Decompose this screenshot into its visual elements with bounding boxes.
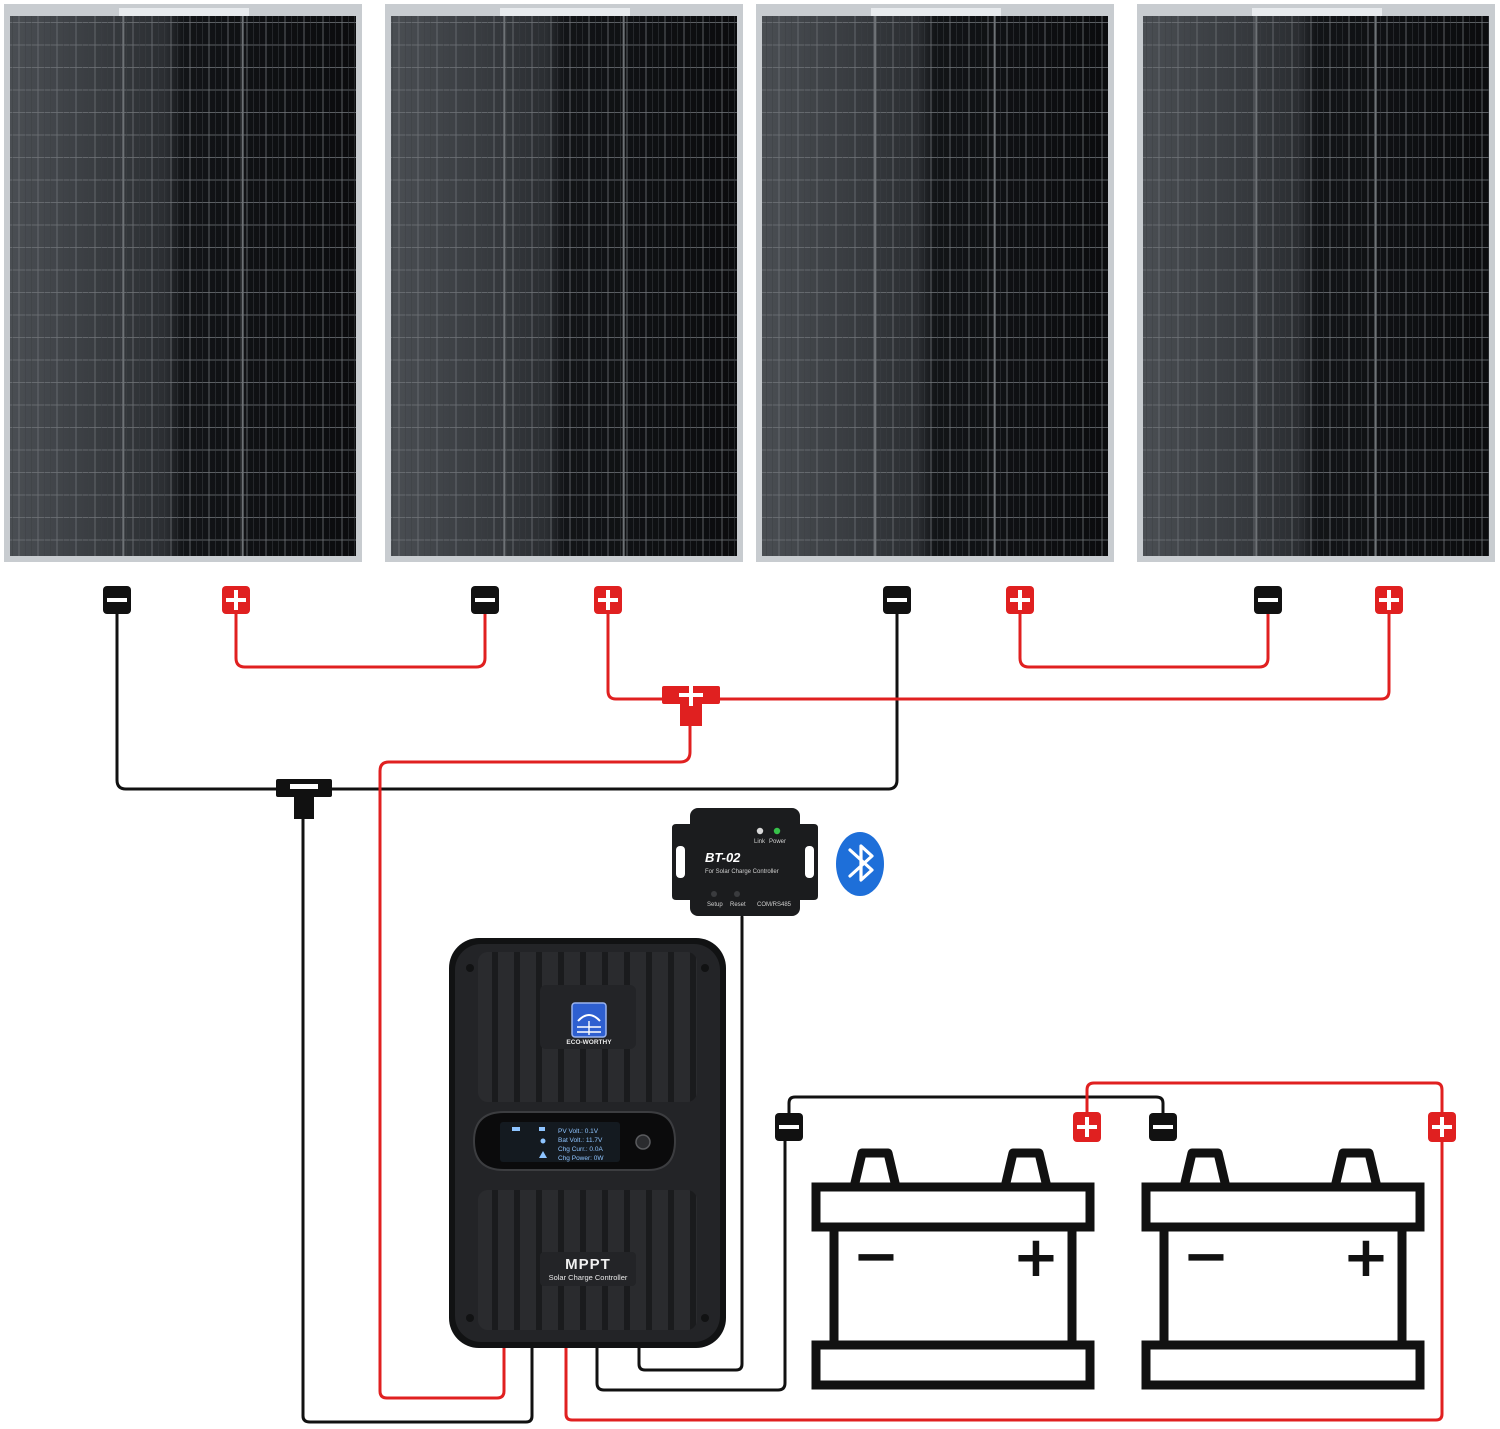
bluetooth-model-label: BT-02 xyxy=(705,850,741,865)
panel-2 xyxy=(385,4,743,562)
panel-series-wire-2 xyxy=(1018,610,1270,669)
power-button-icon[interactable] xyxy=(635,1134,651,1150)
bluetooth-data-wire xyxy=(637,915,744,1372)
bluetooth-module: Link Power BT-02 For Solar Charge Contro… xyxy=(672,808,818,916)
panel-3 xyxy=(756,4,1114,562)
setup-button[interactable] xyxy=(711,891,717,897)
battery-terminal-positive xyxy=(1000,1148,1052,1189)
panel-label-strip xyxy=(1252,8,1382,16)
battery-series-positive-wire xyxy=(1085,1081,1444,1114)
plus-connector-icon xyxy=(594,586,622,614)
battery-negative-symbol: − xyxy=(853,1224,900,1289)
plus-connector-icon xyxy=(1375,586,1403,614)
battery-negative-wire xyxy=(595,1138,787,1392)
controller-brand-label: ECO-WORTHY xyxy=(566,1039,612,1046)
panel-cell-grid xyxy=(1143,16,1489,556)
bluetooth-subtitle: For Solar Charge Controller xyxy=(705,869,779,875)
power-indicator-icon xyxy=(773,827,781,835)
panel-cell-grid xyxy=(10,16,356,556)
panel-label-strip xyxy=(871,8,1001,16)
minus-connector-icon xyxy=(883,586,911,614)
panel-4 xyxy=(1137,4,1495,562)
minus-connector-icon xyxy=(471,586,499,614)
reset-label: Reset xyxy=(730,902,746,908)
battery2-positive-connector xyxy=(1428,1112,1456,1142)
battery-1: −+ xyxy=(811,1148,1095,1390)
battery-connectors xyxy=(775,1112,1456,1142)
battery1-negative-connector xyxy=(775,1113,803,1141)
plus-connector-icon xyxy=(1006,586,1034,614)
battery-negative-symbol: − xyxy=(1183,1224,1230,1289)
setup-label: Setup xyxy=(707,902,723,908)
minus-connector-icon xyxy=(1254,586,1282,614)
display-icon xyxy=(500,1122,620,1162)
battery-base xyxy=(811,1340,1095,1390)
battery-base xyxy=(1141,1340,1425,1390)
battery2-negative-connector xyxy=(1149,1113,1177,1141)
panel-cell-grid xyxy=(391,16,737,556)
battery-series-negative-wire xyxy=(787,1095,1165,1116)
display-line-4: Chg Power: 0W xyxy=(558,1155,604,1162)
reset-button[interactable] xyxy=(734,891,740,897)
controller-subtitle: Solar Charge Controller xyxy=(549,1273,628,1282)
battery-terminal-positive xyxy=(1330,1148,1382,1189)
battery-terminal-negative xyxy=(1179,1148,1231,1189)
negative-trunk-wire xyxy=(301,816,534,1424)
connector-row xyxy=(103,586,1403,614)
bluetooth-icon xyxy=(836,832,884,896)
panel-series-wire-1 xyxy=(234,610,487,669)
panel1-negative-wire xyxy=(115,610,899,791)
battery-positive-symbol: + xyxy=(1013,1225,1060,1290)
link-label: Link xyxy=(754,839,766,845)
positive-trunk-wire xyxy=(378,718,692,1400)
solar-panel-row xyxy=(4,4,1495,562)
panel-label-strip xyxy=(119,8,249,16)
positive-branch-connector xyxy=(662,684,720,726)
panel-1 xyxy=(4,4,362,562)
controller-type-label: MPPT xyxy=(565,1256,611,1273)
battery-positive-symbol: + xyxy=(1343,1225,1390,1290)
panel-cell-grid xyxy=(762,16,1108,556)
negative-wiring xyxy=(115,610,1165,1424)
port-label: COM/RS485 xyxy=(757,902,792,908)
battery-body xyxy=(1159,1222,1407,1350)
power-label: Power xyxy=(769,839,786,845)
battery-bank: −+−+ xyxy=(811,1148,1425,1390)
display-panel: PV Volt.: 0.1V Bat Volt.: 11.7V Chg Curr… xyxy=(472,1111,677,1171)
panel-label-strip xyxy=(500,8,630,16)
battery-2: −+ xyxy=(1141,1148,1425,1390)
display-line-2: Bat Volt.: 11.7V xyxy=(558,1137,603,1144)
positive-wiring xyxy=(234,610,1444,1422)
mppt-charge-controller: ECO-WORTHY PV Volt.: 0.1V Bat Volt.: 11.… xyxy=(449,938,726,1348)
display-line-1: PV Volt.: 0.1V xyxy=(558,1128,599,1135)
plus-connector-icon xyxy=(222,586,250,614)
display-line-3: Chg Curr.: 0.0A xyxy=(558,1146,603,1153)
battery1-positive-connector xyxy=(1073,1112,1101,1142)
battery-lid xyxy=(811,1182,1095,1232)
battery-lid xyxy=(1141,1182,1425,1232)
positive-combine-wire xyxy=(606,610,1391,701)
link-indicator-icon xyxy=(756,827,764,835)
sun-logo-icon xyxy=(571,1002,607,1038)
battery-terminal-negative xyxy=(849,1148,901,1189)
minus-connector-icon xyxy=(103,586,131,614)
battery-positive-wire xyxy=(564,1138,1444,1422)
negative-branch-connector xyxy=(276,779,332,819)
